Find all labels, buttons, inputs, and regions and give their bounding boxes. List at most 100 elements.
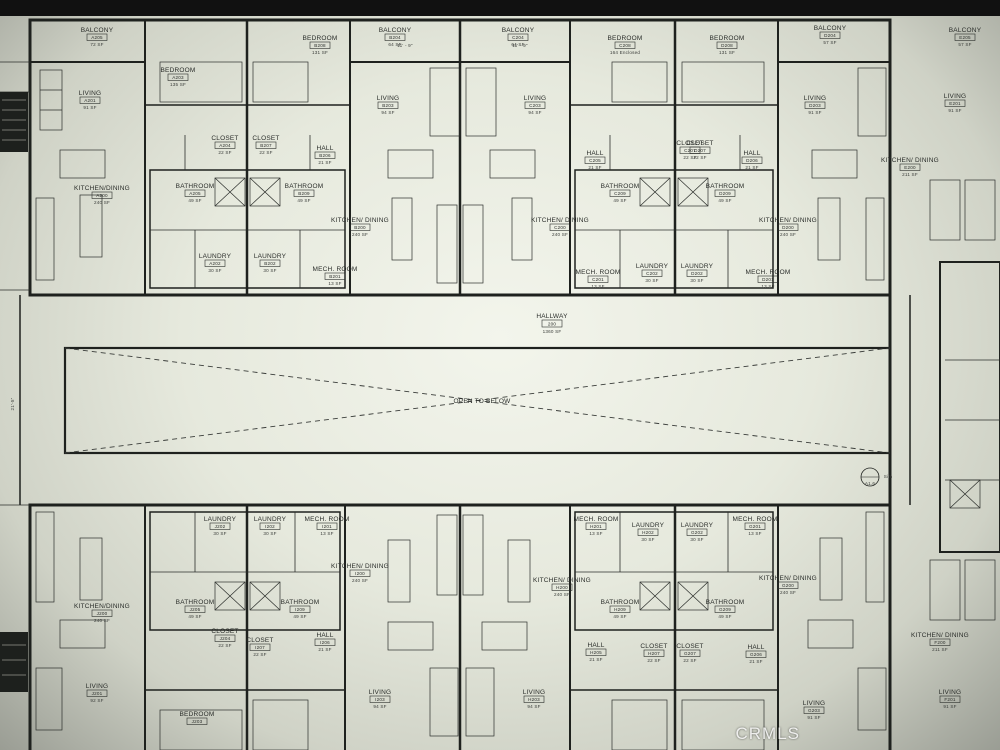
room-tag: A205 — [91, 35, 103, 40]
room-area: 21 SF — [588, 165, 601, 170]
room-tag-box — [679, 649, 701, 657]
room-area: 49 SF — [188, 198, 201, 203]
room-tag: H202 — [642, 530, 654, 535]
room-area: 30 SF — [213, 531, 226, 536]
room-tag-box — [609, 605, 631, 613]
room-tag: C202 — [646, 271, 658, 276]
room-tag: B209 — [298, 191, 310, 196]
room-tag: C208 — [619, 43, 631, 48]
room-name: CLOSET — [211, 628, 238, 635]
open-to-below-label: OPEN TO BELOW — [454, 398, 512, 405]
room-tag: F200 — [934, 640, 946, 645]
room-area: 30 SF — [641, 537, 654, 542]
room-tag: J205 — [190, 607, 201, 612]
room-name: LIVING — [523, 689, 546, 696]
room-area: 91 SF — [948, 108, 961, 113]
room-tag: H205 — [590, 650, 602, 655]
room-name: KITCHEN/ DINING — [331, 217, 389, 224]
room-name: HALL — [316, 632, 333, 639]
room-name: LIVING — [944, 93, 967, 100]
room-name: LIVING — [86, 683, 109, 690]
room-name: KITCHEN/DINING — [74, 185, 130, 192]
room-tag-box — [349, 569, 371, 577]
room-tag-box — [716, 41, 738, 49]
room-tag: I202 — [265, 524, 275, 529]
room-name: LIVING — [524, 95, 547, 102]
room-area: 240 SF — [352, 578, 368, 583]
room-area: 91 SF — [807, 715, 820, 720]
room-name: BALCONY — [379, 27, 412, 34]
room-tag-box — [585, 522, 607, 530]
room-tag-box — [714, 189, 736, 197]
room-tag-box — [384, 33, 406, 41]
room-tag: B208 — [314, 43, 326, 48]
room-tag-box — [777, 581, 799, 589]
room-tag-box — [643, 649, 665, 657]
room-name: BALCONY — [502, 27, 535, 34]
room-tag: D203 — [809, 103, 821, 108]
room-tag-box — [91, 609, 113, 617]
room-tag-box — [954, 33, 976, 41]
room-area: 13 SF — [328, 281, 341, 286]
room-tag-box — [585, 648, 607, 656]
room-area: 211 SF — [902, 172, 918, 177]
room-tag: D200 — [782, 225, 794, 230]
room-area: 49 SF — [293, 614, 306, 619]
room-tag-box — [899, 163, 921, 171]
room-name: BALCONY — [814, 25, 847, 32]
room-area: 94 SF — [373, 704, 386, 709]
room-tag-box — [167, 73, 189, 81]
room-tag: F201 — [944, 697, 956, 702]
room-tag: A202 — [209, 261, 221, 266]
room-name: LAUNDRY — [632, 522, 665, 529]
room-tag-box — [255, 141, 277, 149]
room-tag-box — [587, 275, 609, 283]
room-tag: D208 — [721, 43, 733, 48]
room-tag-box — [214, 141, 236, 149]
room-area: 94 SF — [527, 704, 540, 709]
room-area: 49 SF — [613, 198, 626, 203]
room-tag: C204 — [512, 35, 524, 40]
room-tag-box — [314, 151, 336, 159]
left-stair — [0, 92, 28, 692]
room-name: HALL — [743, 150, 760, 157]
room-tag-box — [523, 695, 545, 703]
room-name: CLOSET — [676, 643, 703, 650]
room-name: KITCHEN/ DINING — [911, 632, 969, 639]
room-area: 13 SF — [748, 531, 761, 536]
room-name: MECH. ROOM — [574, 516, 619, 523]
room-tag: B204 — [389, 35, 401, 40]
room-name: MECH. ROOM — [576, 269, 621, 276]
room-name: BATHROOM — [601, 183, 640, 190]
room-tag: C201 — [592, 277, 604, 282]
room-tag-box — [507, 33, 529, 41]
room-area: 94 SF — [381, 110, 394, 115]
room-tag-box — [944, 99, 966, 107]
room-area: 240 SF — [352, 232, 368, 237]
room-tag-box — [209, 522, 231, 530]
